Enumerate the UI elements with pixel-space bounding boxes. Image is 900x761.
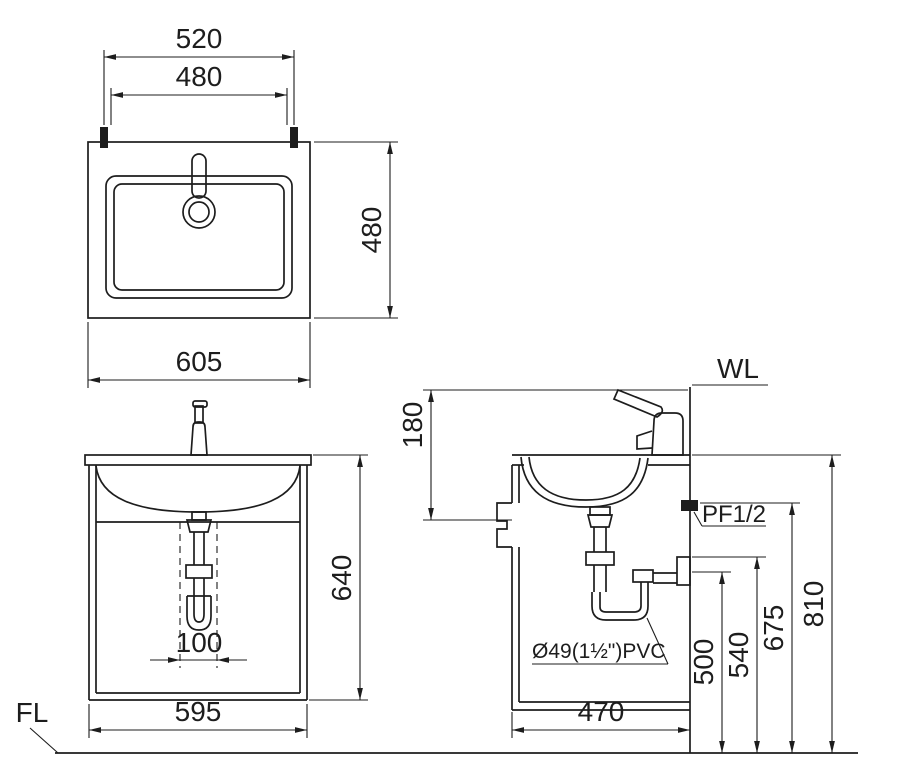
dim-810: 810 <box>692 454 841 753</box>
dim-180-label: 180 <box>397 402 428 449</box>
dim-810-label: 810 <box>798 581 829 628</box>
wall-drain-flange <box>676 556 691 586</box>
dim-180: 180 <box>397 390 512 521</box>
dim-520-label: 520 <box>176 23 223 54</box>
side-view: WL 180 <box>397 353 841 753</box>
dim-480-right: 480 <box>314 141 398 319</box>
mounting-clip-left <box>100 127 108 148</box>
basin-rim-plan <box>105 175 293 299</box>
drain-trap-side <box>585 514 691 621</box>
basin-front-curve <box>95 465 301 513</box>
dim-595-label: 595 <box>175 696 222 727</box>
dim-500-label: 500 <box>688 639 719 686</box>
faucet-front <box>190 400 208 456</box>
water-supply-stub <box>681 500 698 511</box>
dim-640-label: 640 <box>326 555 357 602</box>
water-supply-label: PF1/2 <box>702 501 766 528</box>
plan-view: 520 480 480 605 <box>87 23 398 388</box>
wall-line-callout: WL <box>692 353 768 386</box>
dim-100: 100 <box>150 627 247 663</box>
dim-470-label: 470 <box>578 696 625 727</box>
dim-500: 500 <box>688 571 731 753</box>
cabinet-front <box>88 465 308 701</box>
dim-595: 595 <box>88 696 308 738</box>
floor-line-callout: FL <box>16 697 59 754</box>
front-view: 100 640 595 FL <box>16 400 368 754</box>
faucet-plan <box>182 153 216 229</box>
countertop-front <box>84 454 312 466</box>
dim-675-label: 675 <box>758 605 789 652</box>
dim-540: 540 <box>692 556 766 753</box>
dim-480-top-label: 480 <box>176 61 223 92</box>
drain-pipe-callout: Ø49(1½")PVC <box>532 617 669 665</box>
floor-line-label: FL <box>16 697 49 728</box>
wall-bracket <box>496 502 512 548</box>
drain-pipe-label: Ø49(1½")PVC <box>532 640 666 663</box>
dim-470: 470 <box>511 696 690 738</box>
faucet-side <box>612 388 684 456</box>
dim-605: 605 <box>87 322 311 388</box>
dim-520: 520 <box>103 23 295 125</box>
mounting-clip-right <box>290 127 298 148</box>
dim-480-top: 480 <box>110 61 288 125</box>
dim-540-label: 540 <box>723 632 754 679</box>
dim-675: 675 <box>700 502 800 753</box>
basin-side <box>520 456 649 516</box>
dim-605-label: 605 <box>176 346 223 377</box>
water-supply-callout: PF1/2 <box>693 501 766 528</box>
dim-640: 640 <box>309 454 368 701</box>
wall-line-label: WL <box>717 353 759 384</box>
dim-480-right-label: 480 <box>356 207 387 254</box>
dim-100-label: 100 <box>176 627 223 658</box>
drain-trap-front <box>185 511 213 631</box>
